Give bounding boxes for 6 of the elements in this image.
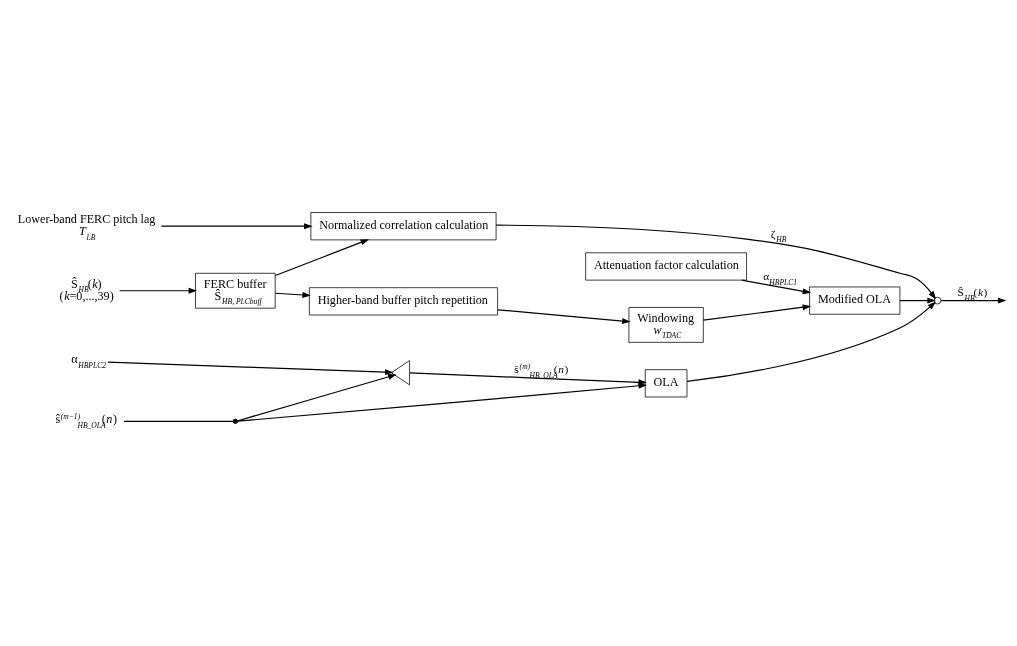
node-text: Ŝ$_{HB}$(k) (k=0,...,39) (59, 276, 114, 303)
node-text: α$_{HBPLC2}$ (71, 352, 107, 370)
edge-label: α$_{HBPLC1}$ (763, 270, 798, 287)
node-text: Lower-band FERC pitch lag T$_{LB}$ (17, 212, 156, 242)
edge-label: ζ$_{HB}$ (770, 227, 787, 245)
node-text: ŝ$^{(m−1)}$$_{HB_OLA}$(n) (55, 411, 118, 430)
